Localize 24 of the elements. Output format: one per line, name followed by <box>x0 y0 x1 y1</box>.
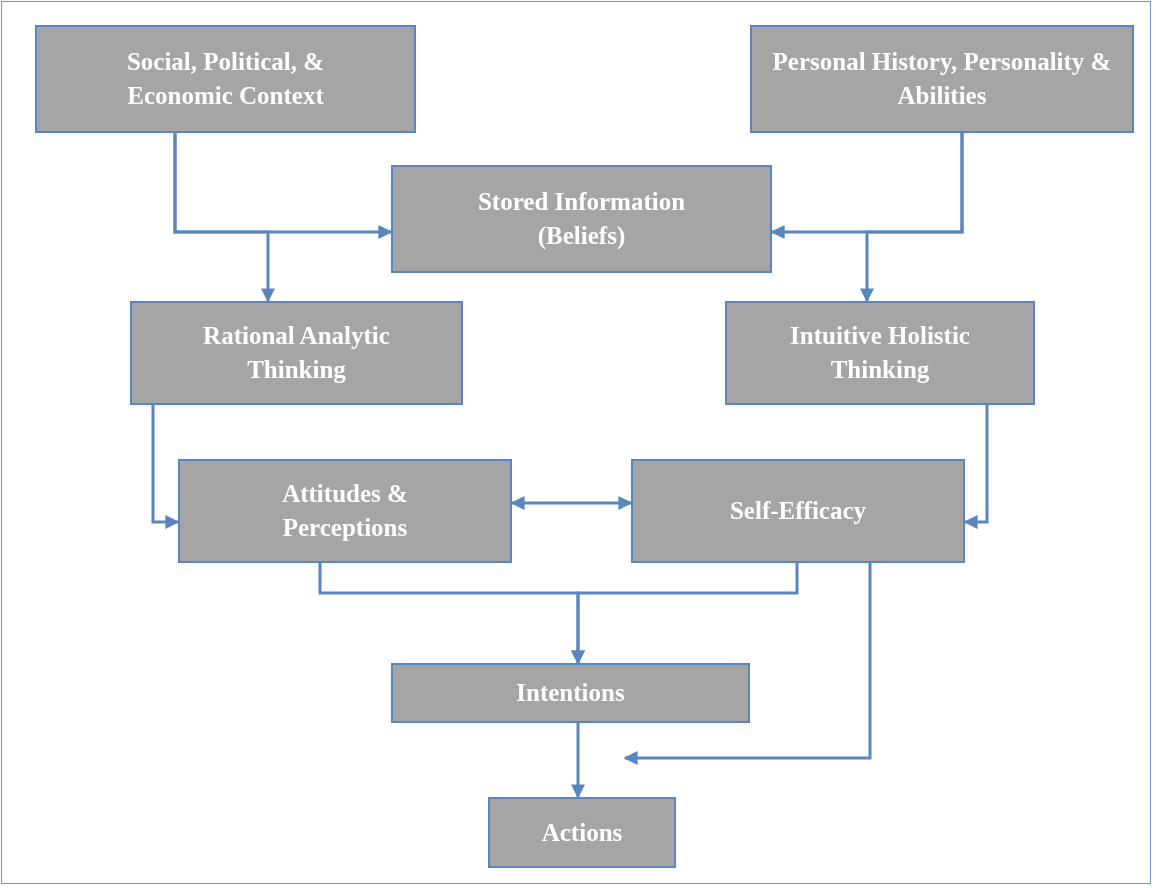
box-label: Intuitive Holistic Thinking <box>789 321 971 385</box>
arrow <box>571 723 585 799</box>
arrow <box>151 405 180 529</box>
box-label: Personal History, Personality & Abilities <box>772 47 1112 111</box>
process-box <box>488 797 676 868</box>
process-box <box>391 663 750 723</box>
box-label: Intentions <box>516 678 625 708</box>
process-box <box>750 25 1134 133</box>
arrow <box>571 563 799 665</box>
process-box <box>391 165 772 273</box>
box-label: Attitudes & Perceptions <box>281 479 409 543</box>
box-label: Self-Efficacy <box>729 496 867 526</box>
arrow <box>860 133 964 303</box>
process-box <box>725 301 1035 405</box>
process-box <box>35 25 416 133</box>
arrow <box>623 563 872 765</box>
process-box <box>130 301 463 405</box>
box-label: Actions <box>541 817 623 848</box>
process-box <box>631 459 965 563</box>
box-label: Rational Analytic Thinking <box>202 321 391 385</box>
box-label: Stored Information (Beliefs) <box>476 187 687 251</box>
process-box <box>178 459 512 563</box>
box-label: Social, Political, & Economic Context <box>125 47 326 111</box>
arrow <box>173 133 275 303</box>
